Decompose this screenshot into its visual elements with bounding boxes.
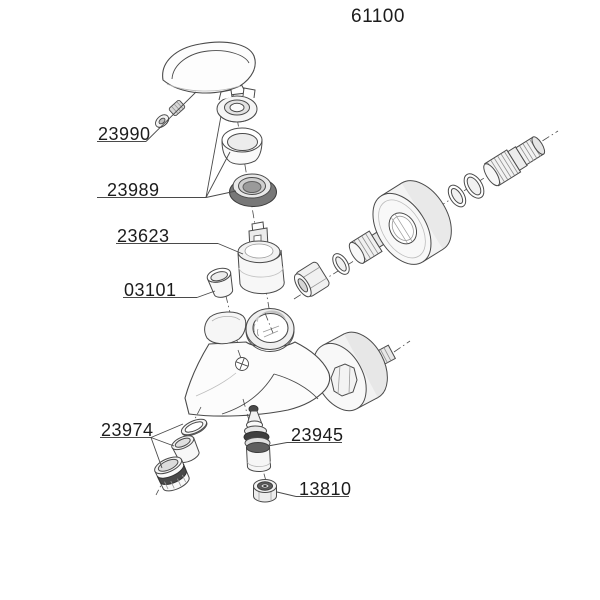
part-label-cap-ring-set: 23989 [107, 180, 160, 200]
body-connection-hex [330, 363, 358, 397]
plug-cap [206, 267, 234, 298]
aerator [154, 456, 190, 492]
body-screw-mark [235, 357, 249, 371]
handle-set-screw [168, 99, 186, 117]
handle-cap-ring [216, 87, 258, 123]
part-label-aerator-set: 23974 [101, 420, 154, 440]
body-side-tab [204, 311, 247, 345]
cartridge-collar [245, 307, 295, 352]
diagram-title: 61100 [351, 6, 405, 27]
part-label-nut: 13810 [299, 479, 352, 499]
lever-handle [162, 41, 256, 96]
eccentric-union [483, 136, 546, 187]
diverter-valve [243, 405, 272, 473]
cartridge [237, 221, 285, 295]
label-leader-lines [97, 91, 349, 497]
escutcheon-left [372, 180, 452, 265]
handle-screw-plug [155, 114, 170, 129]
union-nut [294, 261, 330, 298]
nipple-axis [393, 340, 411, 353]
part-label-handle-screw-set: 23990 [98, 124, 151, 144]
dome-cap [221, 127, 263, 165]
part-label-plug-cap: 03101 [124, 280, 177, 300]
check-valve-nut [253, 479, 277, 503]
aerator-washer [180, 418, 208, 437]
cartridge-lock-ring [229, 173, 277, 207]
o-ring-upper-2 [463, 173, 485, 199]
o-ring-left [332, 253, 350, 275]
part-label-cartridge: 23623 [117, 226, 170, 246]
faucet-body [184, 341, 331, 417]
part-label-diverter: 23945 [291, 425, 344, 445]
o-ring-upper-1 [447, 184, 467, 208]
